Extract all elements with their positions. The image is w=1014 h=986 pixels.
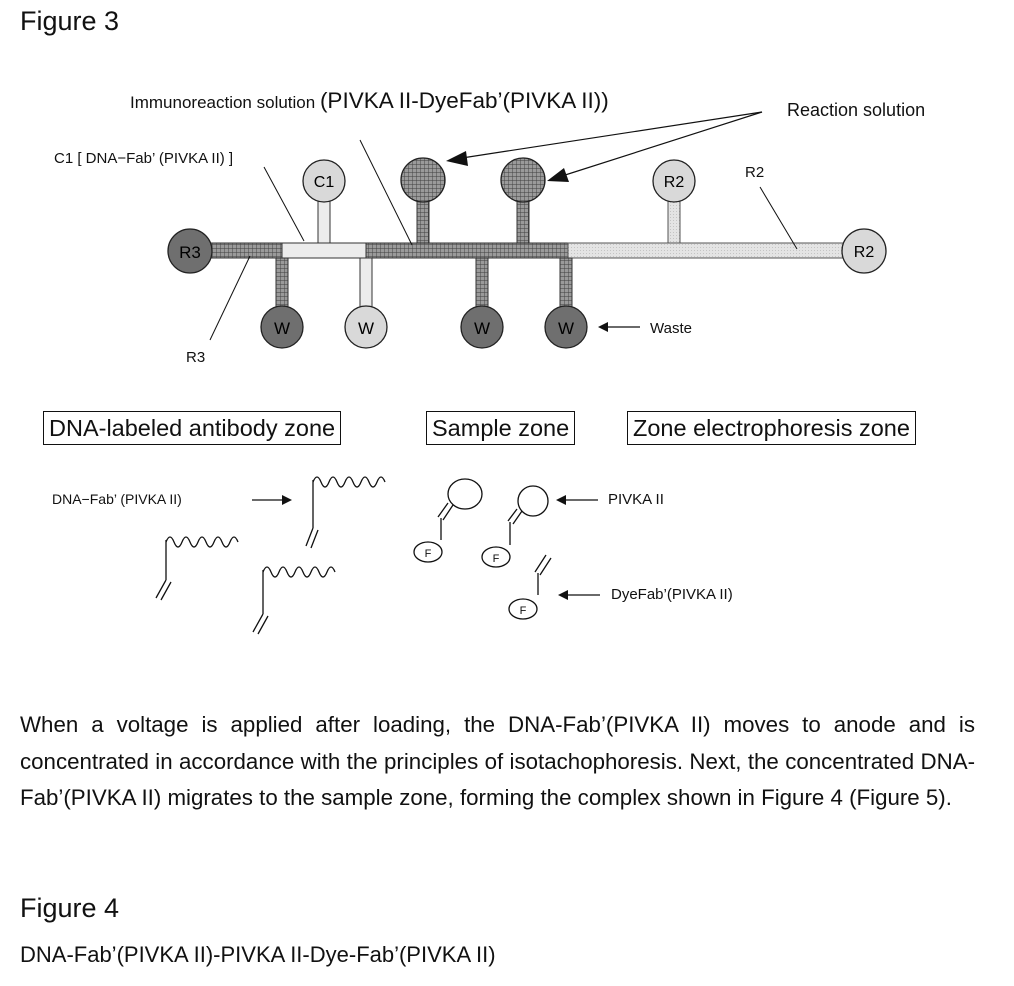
branch-reaction-1 [416, 199, 430, 244]
dna-fab-molecule-2 [155, 536, 239, 601]
arrow-reaction-1 [461, 111, 763, 159]
body-paragraph: When a voltage is applied after loading,… [20, 712, 975, 810]
leader-immunoreaction [359, 139, 413, 246]
svg-text:R2: R2 [854, 244, 875, 261]
svg-text:W: W [558, 319, 574, 338]
channel-sample-segment [365, 242, 569, 259]
well-waste-4: W [544, 305, 588, 349]
well-waste-2: W [344, 305, 388, 349]
svg-text:W: W [274, 319, 290, 338]
r2-channel-label: R2 [745, 164, 765, 181]
waste-label: Waste [650, 320, 692, 337]
well-waste-1: W [260, 305, 304, 349]
zone-sample: Sample zone [426, 411, 576, 445]
dyefab-molecule: F [508, 554, 552, 620]
well-c1: C1 [302, 159, 346, 203]
branch-waste-3 [475, 257, 489, 311]
svg-text:W: W [358, 319, 374, 338]
figure3-title: Figure 3 [20, 6, 120, 36]
well-r2-top: R2 [652, 159, 696, 203]
branch-reaction-2 [516, 199, 530, 244]
well-r3: R3 [167, 228, 213, 274]
microchip-diagram: R3 C1 R2 R2 W W W W [155, 111, 887, 635]
immunoreaction-main: (PIVKA II-DyeFab’(PIVKA II)) [319, 88, 609, 113]
figure4-subtitle: DNA-Fab’(PIVKA II)-PIVKA II-Dye-Fab’(PIV… [20, 942, 496, 967]
dyefab-label: DyeFab’(PIVKA II) [611, 586, 733, 603]
svg-text:F: F [520, 605, 527, 617]
leader-c1 [263, 166, 305, 242]
branch-r2 [667, 199, 681, 244]
dna-fab-molecule-3 [252, 566, 336, 635]
r3-channel-label: R3 [186, 349, 206, 366]
reaction-solution-label: Reaction solution [787, 100, 926, 120]
leader-r2 [759, 186, 798, 250]
well-waste-3: W [460, 305, 504, 349]
dna-fab-label: DNA−Fab’ (PIVKA II) [52, 491, 182, 507]
svg-text:F: F [425, 548, 432, 560]
channel-c1-segment [281, 242, 367, 259]
arrow-reaction-2 [561, 111, 763, 177]
svg-text:F: F [493, 553, 500, 565]
svg-text:W: W [474, 319, 490, 338]
zone-electrophoresis: Zone electrophoresis zone [627, 411, 916, 445]
well-r2-end: R2 [841, 228, 887, 274]
arrow-reaction-2-head [547, 168, 569, 182]
svg-text:R3: R3 [179, 243, 201, 262]
branch-waste-2 [359, 257, 373, 311]
complex-2: F [481, 485, 549, 568]
figure4-title: Figure 4 [20, 893, 120, 923]
immunoreaction-prefix: Immunoreaction solution [130, 93, 320, 112]
complex-1: F [413, 478, 483, 563]
dna-fab-molecule-1 [305, 476, 386, 549]
pivka-label: PIVKA II [608, 491, 664, 508]
zone-dna-labeled-antibody: DNA-labeled antibody zone [43, 411, 342, 445]
well-reaction-2 [500, 157, 546, 203]
svg-text:R2: R2 [664, 174, 685, 191]
svg-text:C1: C1 [314, 174, 335, 191]
immunoreaction-label: Immunoreaction solution (PIVKA II-DyeFab… [130, 88, 609, 114]
branch-waste-4 [559, 257, 573, 311]
well-reaction-1 [400, 157, 446, 203]
arrow-reaction-1-head [446, 151, 468, 166]
channel-r2-segment [567, 242, 851, 259]
branch-c1 [317, 199, 331, 244]
branch-waste-1 [275, 257, 289, 311]
leader-r3 [209, 255, 251, 341]
c1-dna-fab-label: C1 [ DNA−Fab’ (PIVKA II) ] [54, 150, 234, 167]
